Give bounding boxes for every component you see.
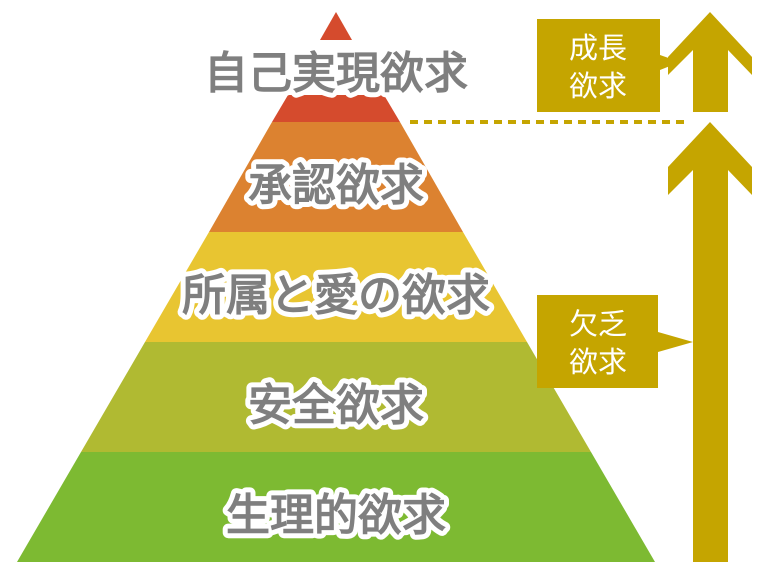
level-label-self-actualization: 自己実現欲求 (204, 48, 468, 99)
growth-label-line2: 欲求 (569, 69, 627, 103)
pyramid-tip (320, 12, 352, 40)
level-label-belonging: 所属と愛の欲求 (182, 270, 490, 321)
deficiency-label-line2: 欲求 (569, 345, 627, 379)
band-self-actualization (272, 95, 400, 122)
growth-arrow-icon (668, 12, 752, 112)
level-label-physiological: 生理的欲求 (226, 490, 446, 541)
band-physiological (17, 452, 655, 562)
level-label-safety: 安全欲求 (248, 380, 424, 431)
band-belonging (145, 232, 527, 342)
deficiency-box-pointer (658, 332, 693, 352)
deficiency-needs-box (537, 295, 658, 388)
deficiency-arrow-icon (668, 122, 752, 562)
band-esteem (209, 122, 463, 232)
growth-needs-box (537, 19, 660, 112)
growth-box-pointer (660, 55, 680, 70)
deficiency-label-line1: 欠乏 (569, 307, 627, 341)
band-safety (81, 342, 591, 452)
growth-label-line1: 成長 (569, 31, 627, 65)
level-label-esteem: 承認欲求 (248, 160, 424, 211)
